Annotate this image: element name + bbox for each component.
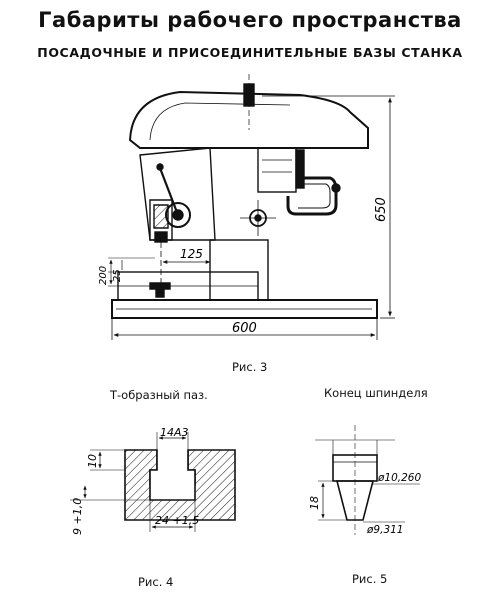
tslot-bottom-dim: 24 +1,5	[155, 514, 199, 527]
dim-reach: 125	[162, 247, 211, 264]
fig5-caption: Рис. 5	[352, 572, 388, 586]
page-subtitle: ПОСАДОЧНЫЕ И ПРИСОЕДИНИТЕЛЬНЫЕ БАЗЫ СТАН…	[37, 45, 463, 60]
column-base	[209, 239, 269, 301]
dim-width: 600	[111, 318, 378, 340]
tslot-h10-dim: 10	[86, 454, 99, 468]
dim-width-label: 600	[232, 321, 257, 336]
spindle-end-drawing: 18 ø10,260 ø9,311	[308, 425, 421, 536]
fig4-caption: Рис. 4	[138, 575, 174, 589]
dim-200-label: 200	[98, 266, 109, 285]
tslot-h9-dim: 9 +1,0	[71, 498, 84, 535]
dim-25-label: 25	[112, 269, 123, 282]
column	[139, 147, 216, 241]
fig5-label: Конец шпинделя	[324, 386, 428, 400]
spindle-d2-dim: ø9,311	[366, 524, 403, 536]
machine-drawing	[111, 74, 378, 319]
dim-height-label: 650	[374, 197, 389, 222]
fig4-label: Т-образный паз.	[110, 388, 208, 402]
dim-reach-label: 125	[180, 247, 203, 261]
dim-vertical-small: 200 25	[98, 257, 155, 287]
motor	[257, 147, 297, 193]
spindle-d1-dim: ø10,260	[377, 472, 421, 484]
dim-height: 650	[262, 95, 395, 319]
spindle-len-dim: 18	[308, 496, 321, 510]
tslot-top-dim: 14А3	[160, 426, 189, 439]
page-title: Габариты рабочего пространства	[38, 8, 462, 32]
t-slot-drawing: 14А3 10 9 +1,0 24 +1,5	[70, 426, 236, 535]
fig3-caption: Рис. 3	[232, 360, 268, 374]
coolant-hose	[286, 176, 338, 216]
machine-head	[128, 90, 369, 149]
